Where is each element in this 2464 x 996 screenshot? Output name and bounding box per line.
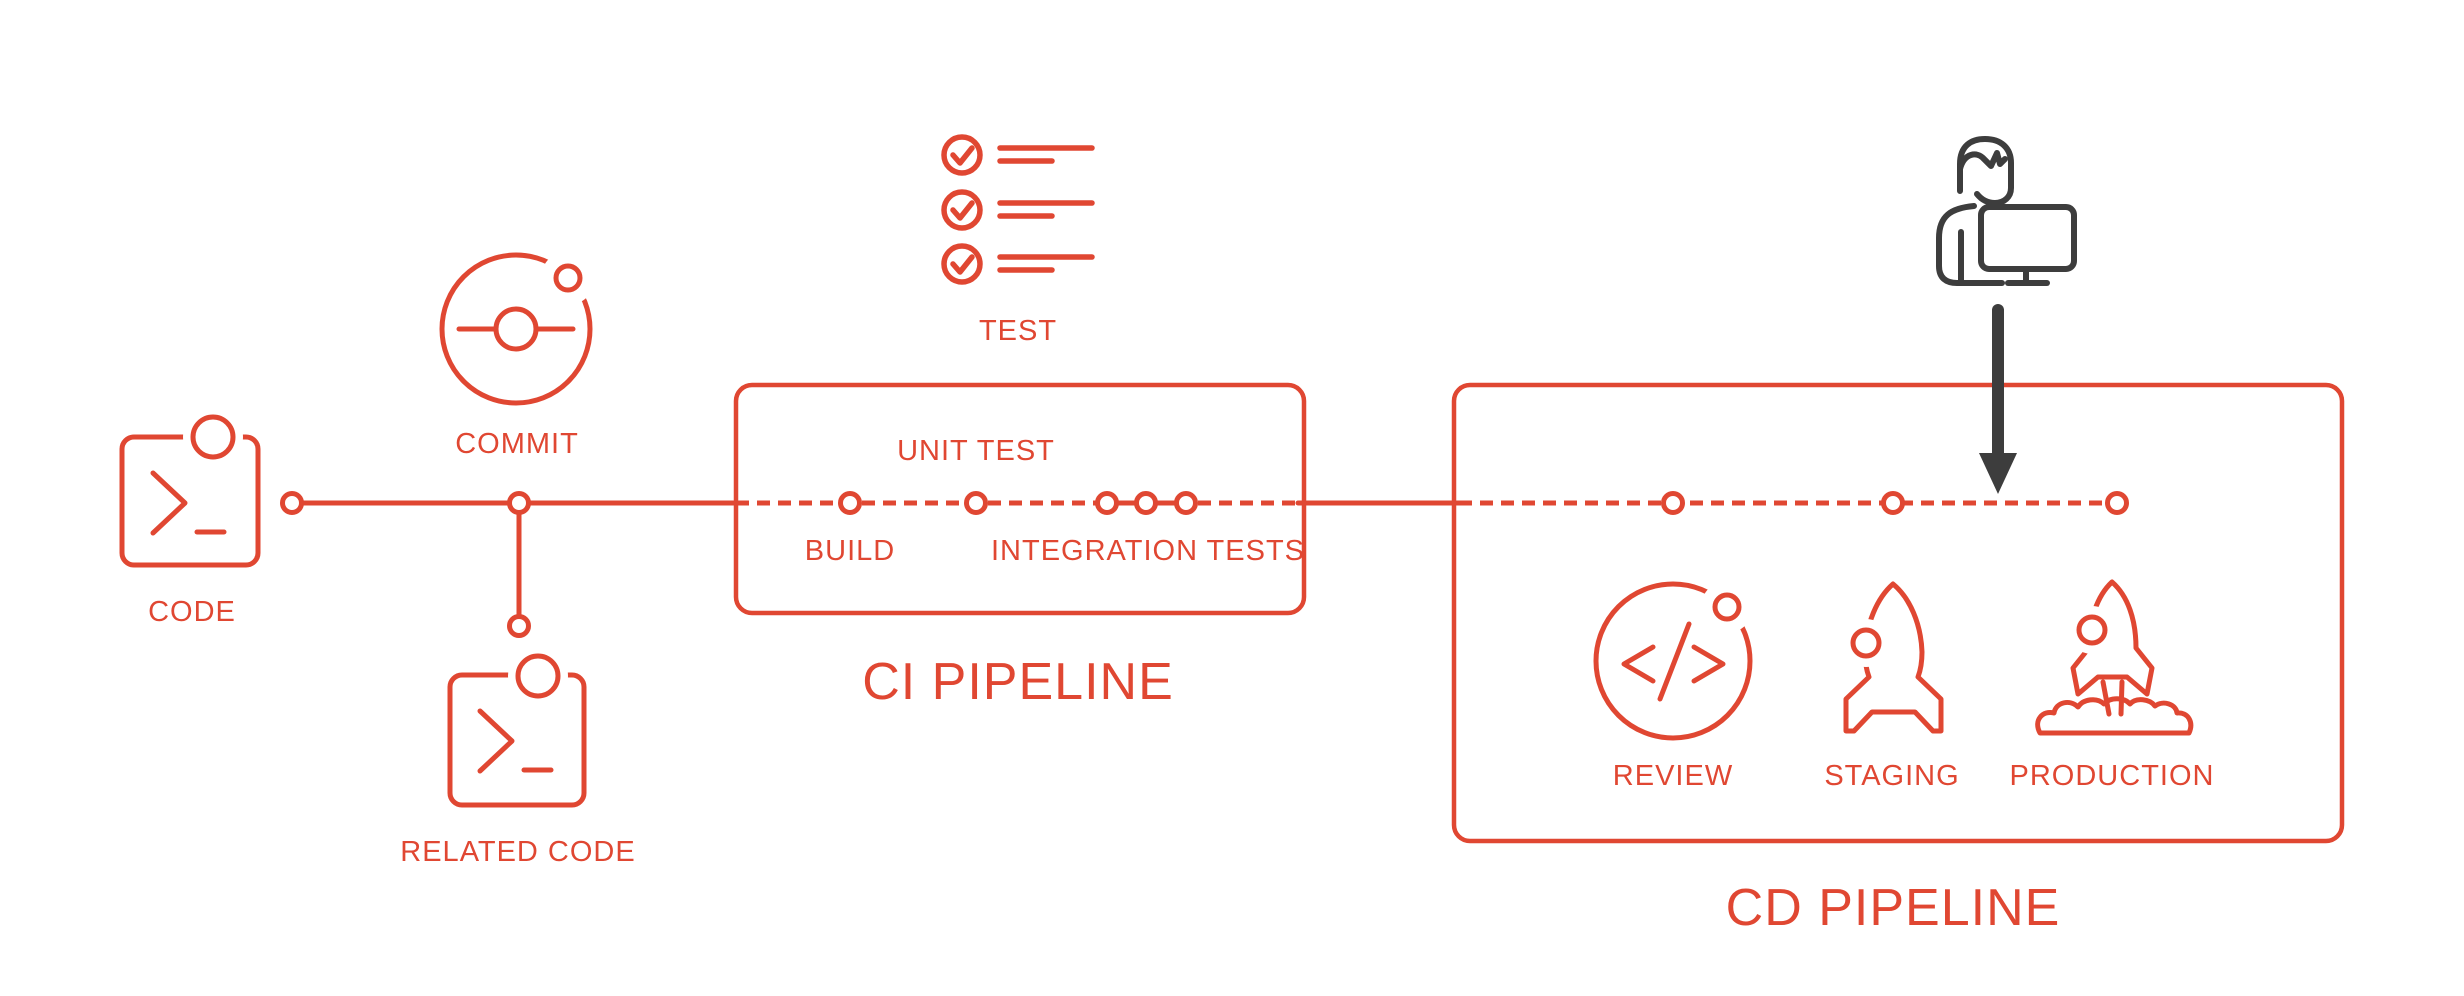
ci-pipeline-title: CI PIPELINE: [862, 653, 1174, 711]
timeline-node-review: [1661, 491, 1685, 515]
timeline-node: [280, 491, 304, 515]
production-label: PRODUCTION: [2009, 760, 2215, 792]
staging-label: STAGING: [1824, 760, 1960, 792]
down-arrow-icon: [1979, 304, 2017, 494]
rocket-icon: [1842, 581, 1944, 734]
code-label: CODE: [148, 596, 236, 628]
timeline-node-integration-2: [1134, 491, 1158, 515]
timeline-node-integration-3: [1174, 491, 1198, 515]
checklist-icon: [941, 134, 1095, 285]
timeline-nodes: [280, 491, 2129, 638]
timeline-node-staging: [1881, 491, 1905, 515]
code-review-icon: [1593, 581, 1753, 741]
code-icon: [119, 407, 261, 568]
related-code-label: RELATED CODE: [400, 836, 636, 868]
commit-label: COMMIT: [455, 428, 579, 460]
integration-tests-label: INTEGRATION TESTS: [990, 535, 1306, 567]
commit-icon: [439, 251, 595, 406]
test-label: TEST: [978, 315, 1058, 347]
timeline-node-commit: [507, 491, 531, 515]
cd-pipeline-title: CD PIPELINE: [1725, 879, 2061, 937]
related-code-icon: [447, 646, 587, 808]
timeline-node-integration-1: [1095, 491, 1119, 515]
rocket-launch-icon: [2035, 579, 2194, 736]
unit-test-label: UNIT TEST: [897, 435, 1055, 467]
timeline-node-branch: [507, 614, 531, 638]
timeline-node-build: [838, 491, 862, 515]
build-label: BUILD: [804, 535, 896, 567]
ci-pipeline-box: [733, 382, 1307, 616]
timeline-node-unit-test: [964, 491, 988, 515]
developer-at-computer-icon: [1936, 136, 2077, 286]
review-label: REVIEW: [1612, 760, 1734, 792]
timeline-node-production: [2105, 491, 2129, 515]
cd-pipeline-box: [1451, 382, 2345, 844]
